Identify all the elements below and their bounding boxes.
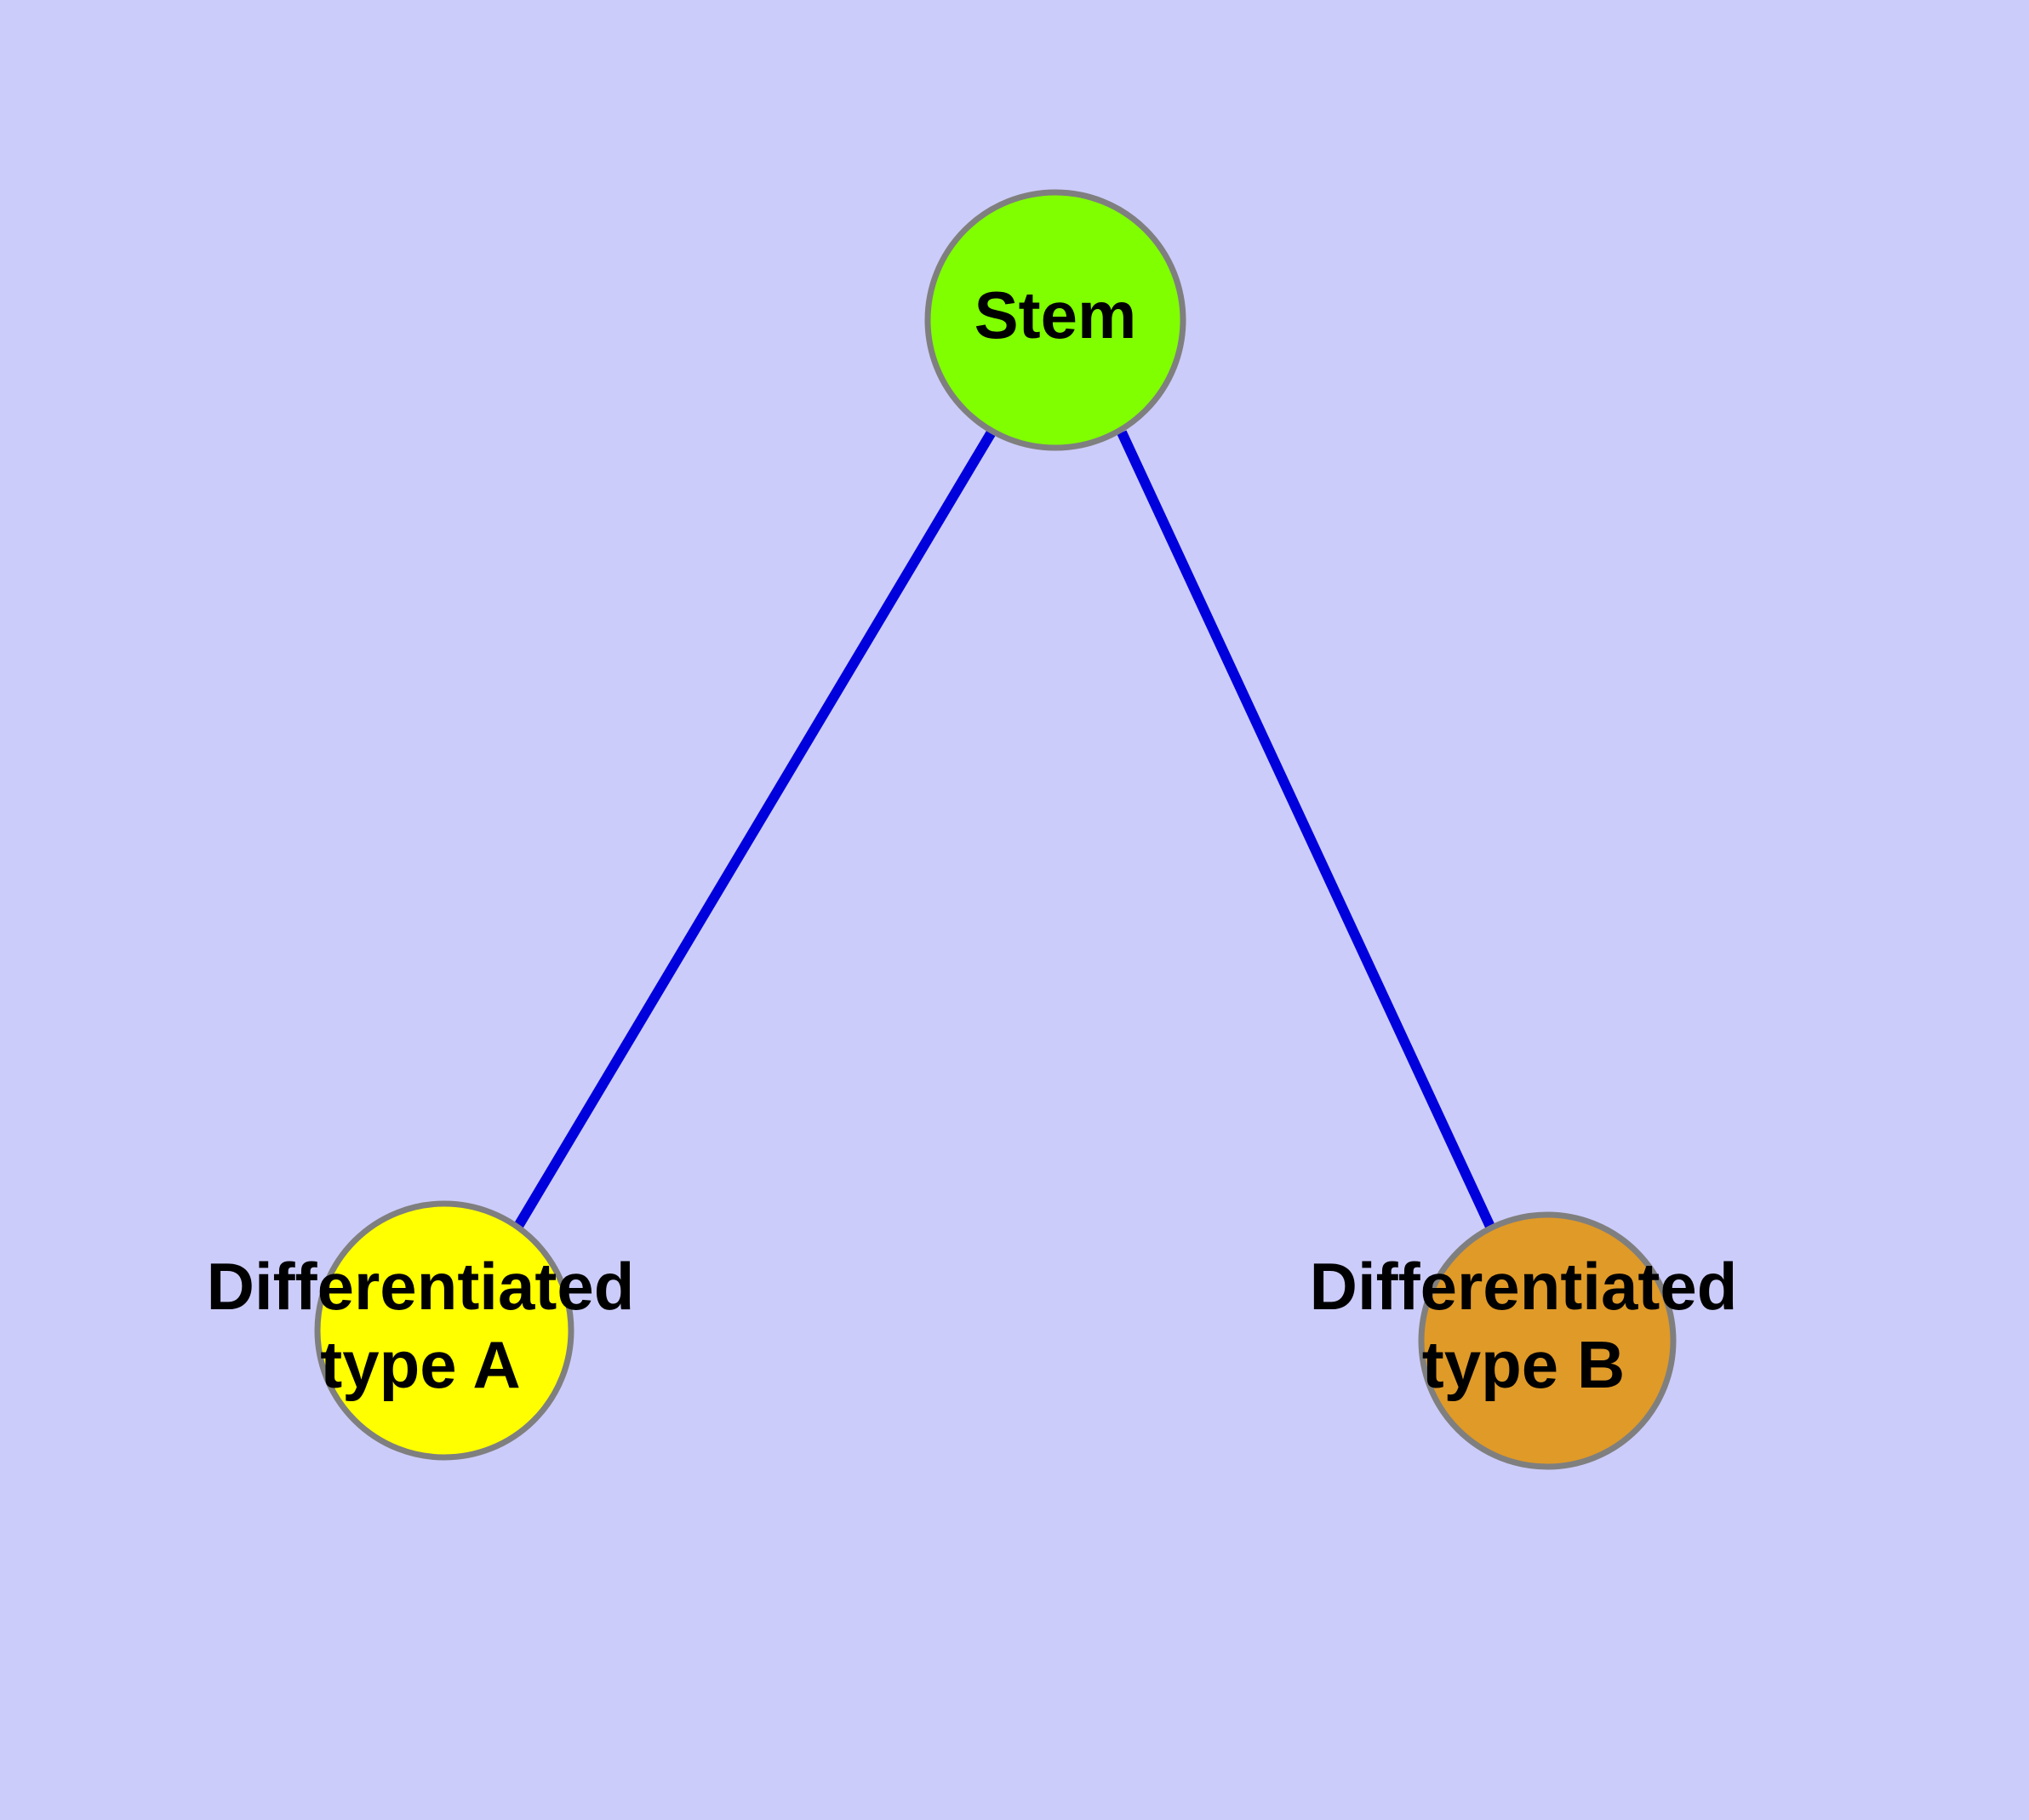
- node-stem-circle[interactable]: [924, 189, 1186, 451]
- node-diff-b-circle[interactable]: [1418, 1211, 1677, 1470]
- edge-stem-to-diff-b[interactable]: [1117, 430, 1495, 1229]
- node-stem[interactable]: Stem: [924, 189, 1186, 451]
- node-diff-a-circle[interactable]: [314, 1200, 574, 1461]
- edges-group: [510, 427, 1495, 1235]
- edge-stem-to-diff-a[interactable]: [510, 427, 997, 1235]
- node-stem-label: Stem: [974, 278, 1137, 352]
